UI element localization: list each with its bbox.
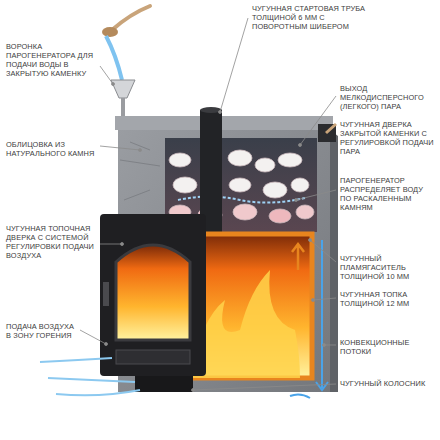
callout-label: ЧУГУННАЯ ДВЕРКА ЗАКРЫТОЙ КАМЕНКИ С РЕГУЛ… <box>340 120 436 156</box>
callout-label: ЧУГУННЫЙ ПЛАМЯГАСИТЕЛЬ ТОЛЩИНОЙ 10 ММ <box>340 254 436 281</box>
flame <box>190 270 300 378</box>
callout-label: ВЫХОД МЕЛКОДИСПЕРСНОГО (ЛЕГКОГО) ПАРА <box>340 84 436 111</box>
leader-lines <box>80 18 336 392</box>
door-glass <box>116 245 190 340</box>
callout-label: ОБЛИЦОВКА ИЗ НАТУРАЛЬНОГО КАМНЯ <box>6 140 98 158</box>
fire-door <box>100 214 206 376</box>
air-regulator <box>116 350 190 364</box>
callout-label: ПОДАЧА ВОЗДУХА В ЗОНУ ГОРЕНИЯ <box>6 322 78 340</box>
steam-generator-water <box>178 197 305 203</box>
ladle-bowl <box>102 27 118 37</box>
pipe-top <box>200 107 222 113</box>
water-stream <box>106 36 122 80</box>
callout-label: КОНВЕКЦИОННЫЕ ПОТОКИ <box>340 338 436 356</box>
door-handle <box>103 282 109 306</box>
callout-label: ВОРОНКА ПАРОГЕНЕРАТОРА ДЛЯ ПОДАЧИ ВОДЫ В… <box>6 42 98 78</box>
callout-label: ЧУГУННАЯ ТОПОЧНАЯ ДВЕРКА С СИСТЕМОЙ РЕГУ… <box>6 224 98 260</box>
stone-texture <box>120 142 160 200</box>
stove-top <box>115 116 333 130</box>
callout-label: ЧУГУННАЯ ТОПКА ТОЛЩИНОЙ 12 ММ <box>340 290 436 308</box>
start-pipe <box>200 110 222 232</box>
callout-label: ЧУГУННАЯ СТАРТОВАЯ ТРУБА ТОЛЩИНОЙ 6 ММ С… <box>252 4 376 31</box>
air-flow <box>40 358 140 395</box>
steam-door-handle <box>326 124 336 133</box>
side-face <box>330 130 338 392</box>
convection-flow <box>290 240 328 398</box>
steam-door <box>318 124 336 142</box>
callout-label: ЧУГУННЫЙ КОЛОСНИК <box>340 379 436 388</box>
ladle-handle <box>112 6 150 30</box>
stones <box>169 150 314 223</box>
funnel <box>111 80 135 98</box>
flow-arrow <box>292 244 304 270</box>
callout-label: ПАРОГЕНЕРАТОР РАСПРЕДЕЛЯЕТ ВОДУ ПО РАСКА… <box>340 176 436 212</box>
ash-box <box>135 376 193 392</box>
